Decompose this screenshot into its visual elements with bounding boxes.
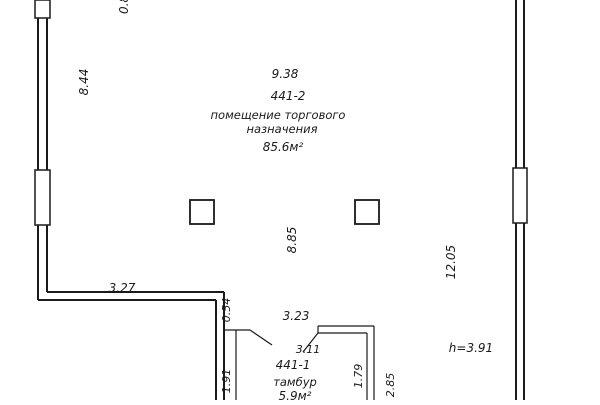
dim-left-step-width: 3.27: [109, 281, 136, 295]
room-main-name-line2: назначения: [246, 122, 317, 136]
dim-vestibule-left-height: 1.91: [220, 369, 233, 394]
dim-right-small: 2.85: [384, 373, 397, 398]
window-left-top: [34, 0, 51, 19]
dim-top-corner: 0.8: [117, 0, 131, 14]
vestibule-walls: [224, 325, 375, 400]
room-main-area: 85.6м²: [263, 140, 304, 154]
room-vestibule-number: 441-1: [276, 358, 311, 372]
dim-top-width: 9.38: [272, 67, 299, 81]
ceiling-height: h=3.91: [449, 341, 493, 355]
dim-vestibule-inner: 3.11: [296, 343, 321, 356]
room-main-name-line1: помещение торгового: [211, 108, 346, 122]
room-vestibule-name: тамбур: [273, 375, 317, 389]
dim-left-small: 0.54: [220, 298, 233, 323]
dim-left-upper: 8.44: [77, 69, 91, 96]
room-vestibule-area: 5.9м²: [279, 389, 312, 400]
column-left: [189, 199, 215, 225]
column-right: [354, 199, 380, 225]
dim-vestibule-right-height: 1.79: [352, 364, 365, 389]
left-wall: [37, 0, 225, 400]
room-main-number: 441-2: [271, 89, 306, 103]
dim-center-vertical: 8.85: [285, 227, 299, 254]
dim-right-height: 12.05: [444, 245, 458, 279]
window-right: [512, 167, 528, 224]
window-left-middle: [34, 169, 51, 226]
dim-vestibule-width: 3.23: [283, 309, 310, 323]
